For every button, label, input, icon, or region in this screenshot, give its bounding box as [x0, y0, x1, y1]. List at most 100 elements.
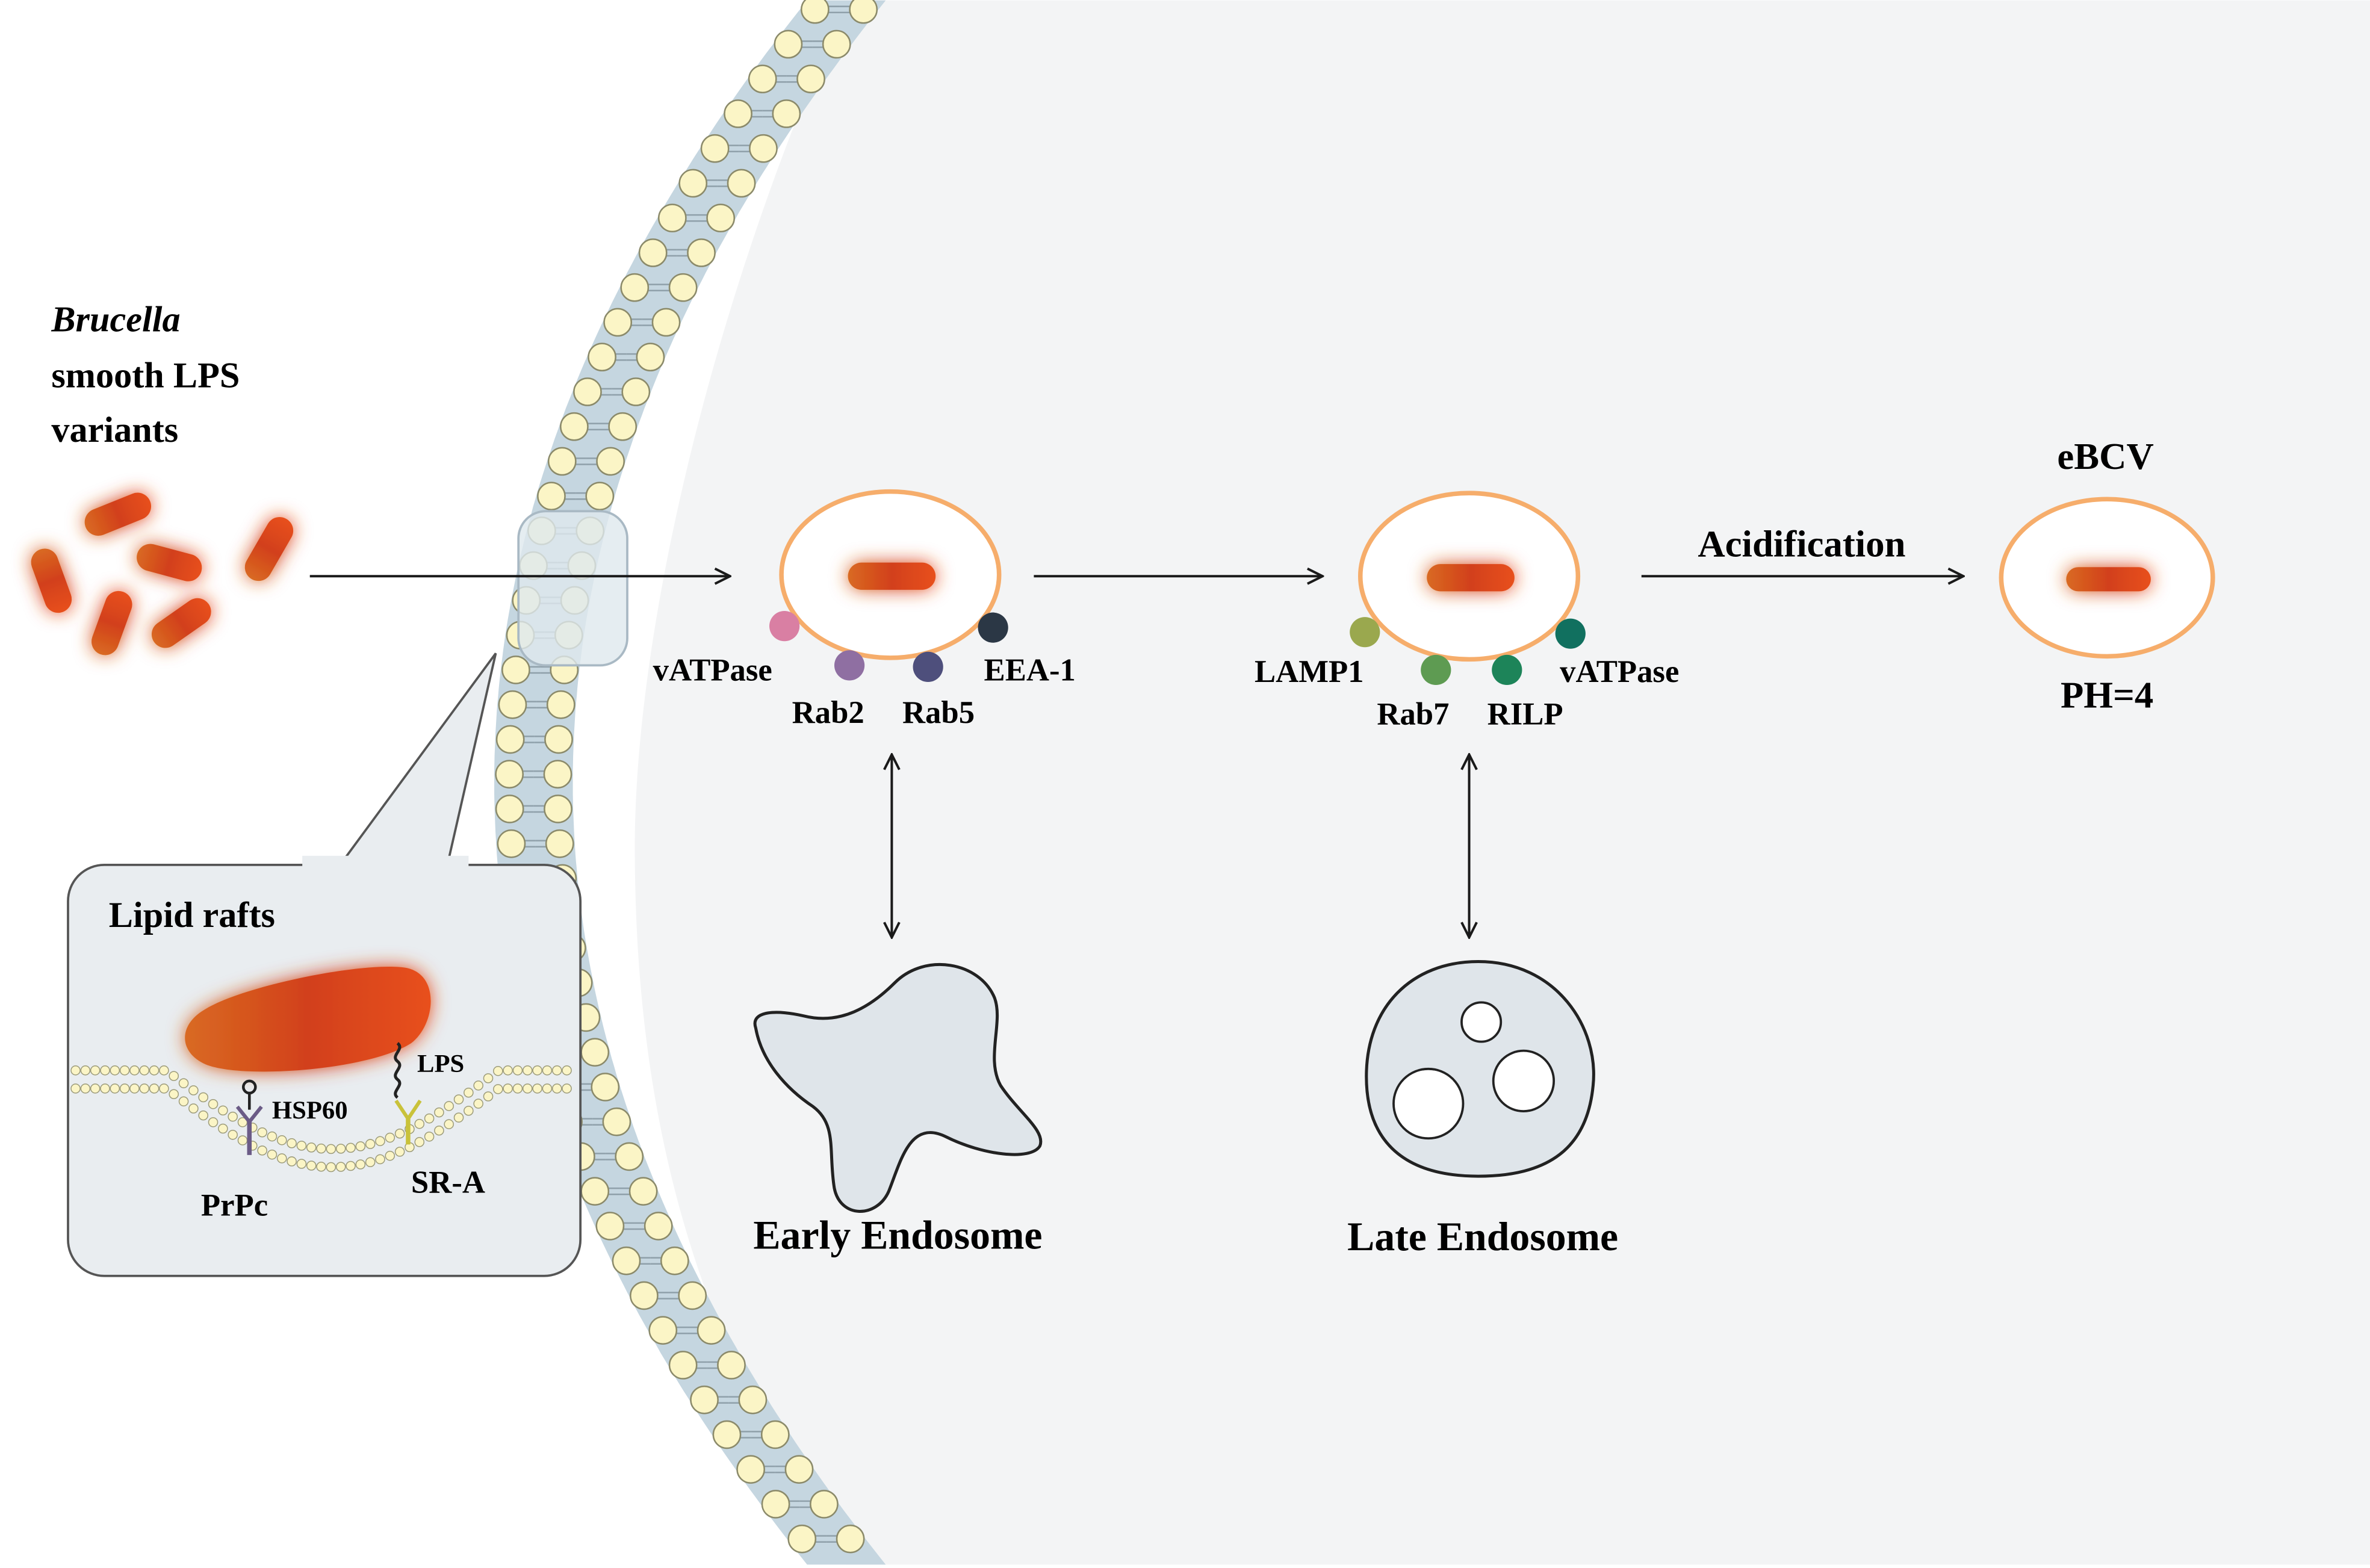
inset-lipid-head — [512, 1083, 523, 1094]
inset-lipid-head — [355, 1141, 366, 1151]
lipid-head — [738, 1385, 768, 1415]
inset-lipid-head — [532, 1065, 542, 1076]
lipid-head — [749, 134, 778, 163]
lipid-head — [545, 829, 574, 858]
lipid-head — [537, 482, 566, 511]
inset-lipid-head — [424, 1132, 435, 1142]
lipid-head — [678, 169, 708, 198]
inset-lipid-head — [178, 1096, 189, 1107]
inset-lipid-head — [464, 1106, 474, 1116]
inset-lipid-head — [503, 1065, 513, 1076]
early-endosome-shape — [753, 963, 1043, 1213]
late-endosome-shape — [1365, 960, 1595, 1178]
lipid-head — [580, 1177, 610, 1206]
inset-lipid-head — [169, 1071, 179, 1081]
inset-lipid-head — [316, 1161, 326, 1172]
lipid-head — [547, 447, 577, 476]
marker-eea1-label: EEA-1 — [984, 653, 1076, 688]
late-endosome-vesicle — [1392, 1067, 1465, 1140]
inset-title: Lipid rafts — [109, 895, 275, 935]
inset-lipid-head — [385, 1150, 396, 1161]
lipid-head — [544, 795, 572, 823]
inset-lipid-head — [335, 1144, 346, 1154]
vacuole-early-bcv — [779, 489, 1002, 660]
inset-lipid-head — [375, 1136, 385, 1147]
lipid-head — [580, 1038, 610, 1067]
bacterium — [31, 548, 72, 613]
inset-lipid-head — [493, 1084, 503, 1094]
lipid-head — [621, 377, 651, 406]
lipid-head — [501, 655, 530, 684]
lipid-head — [495, 795, 524, 823]
late-endosome-vesicle — [1460, 1001, 1503, 1043]
lipid-head — [595, 1212, 625, 1241]
lipid-head — [612, 1246, 641, 1275]
inset-lipid-head — [355, 1159, 366, 1170]
lipid-head — [796, 64, 825, 94]
lipid-head — [636, 342, 665, 372]
marker-rab5-dot — [913, 651, 943, 683]
lipid-head — [543, 760, 572, 789]
inset-lipid-head — [208, 1099, 219, 1109]
marker-vatpase2-label: vATPase — [1560, 654, 1679, 689]
inset-lipid-head — [188, 1103, 199, 1114]
vacuole-bacterium — [848, 562, 936, 590]
marker-lamp1-dot — [1350, 617, 1380, 648]
late-endosome-vesicle — [1492, 1049, 1556, 1112]
inset-lipid-head — [149, 1083, 160, 1094]
vacuole-late-bcv — [1357, 491, 1581, 662]
inset-lipid-head — [169, 1089, 179, 1100]
inset-lipid-head — [483, 1073, 494, 1083]
cell-cytoplasm — [634, 0, 2370, 1565]
inset-lipid-head — [394, 1128, 405, 1139]
inset-lipid-head — [129, 1065, 140, 1076]
sra-label: SR-A — [411, 1165, 485, 1200]
marker-rab2-dot — [834, 650, 865, 681]
lipid-head — [498, 690, 527, 719]
lipid-head — [602, 1107, 631, 1136]
marker-vatpase-label: vATPase — [653, 653, 772, 688]
ebcv-label: eBCV — [2057, 435, 2153, 477]
inset-lipid-head — [335, 1162, 346, 1172]
inset-lipid-head — [394, 1147, 405, 1157]
inset-lipid-head — [159, 1065, 169, 1076]
lipid-head — [588, 342, 616, 372]
lipid-head — [596, 447, 625, 476]
lipid-head — [810, 1490, 839, 1519]
bacteria-cluster — [31, 492, 294, 655]
inset-lipid-head — [188, 1085, 199, 1095]
late-endosome-label: Late Endosome — [1347, 1214, 1618, 1259]
inset-lipid-head — [414, 1137, 425, 1147]
inset-lipid-head — [434, 1107, 444, 1118]
inset-lipid-head — [100, 1083, 110, 1094]
inset-membrane — [70, 1065, 572, 1173]
lipid-head — [724, 99, 752, 128]
lipid-head — [849, 0, 878, 24]
lipid-head — [628, 1177, 658, 1206]
inset-lipid-head — [365, 1139, 376, 1149]
inset-lipid-head — [228, 1129, 238, 1140]
acidification-label: Acidification — [1698, 523, 1905, 565]
lipid-head — [660, 1246, 689, 1275]
lipid-head — [717, 1351, 746, 1380]
lipid-head — [700, 134, 730, 163]
inset-lipid-head — [296, 1159, 307, 1169]
inset-lipid-head — [346, 1161, 356, 1171]
lipid-head — [544, 725, 573, 754]
inset-lipid-head — [464, 1087, 474, 1098]
lipid-head — [657, 203, 687, 233]
inset-lipid-head — [522, 1065, 533, 1076]
lipid-head — [668, 273, 698, 302]
membrane-raft-box — [517, 510, 628, 667]
inset-lipid-head — [287, 1138, 297, 1148]
lipid-head — [615, 1142, 644, 1171]
bacterium — [244, 517, 294, 581]
marker-rab7-label: Rab7 — [1377, 696, 1449, 731]
inset-lipid-head — [444, 1119, 454, 1129]
lipid-head — [591, 1073, 620, 1102]
inset-lipid-head — [287, 1156, 297, 1167]
inset-lipid-head — [237, 1135, 248, 1145]
inset-lipid-head — [562, 1065, 572, 1076]
inset-lipid-head — [267, 1131, 278, 1142]
